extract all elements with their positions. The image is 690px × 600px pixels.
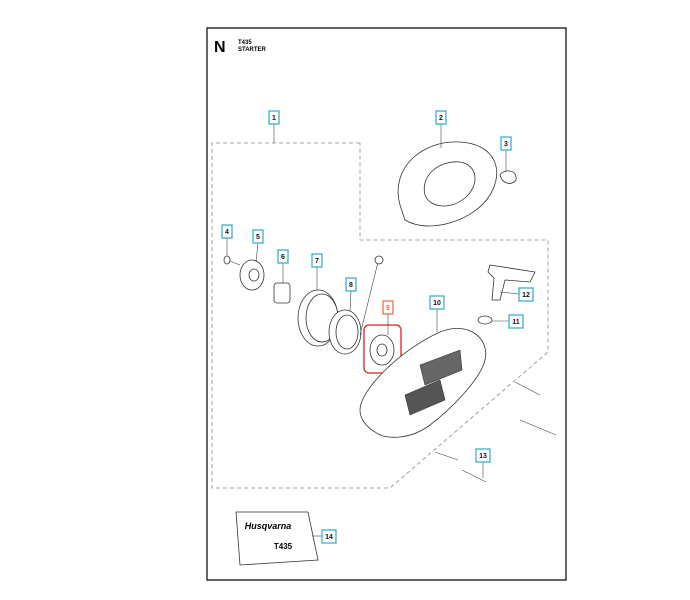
- part-spring: [273, 282, 291, 304]
- section-title: STARTER: [238, 47, 267, 53]
- callout-1: 1: [268, 110, 280, 125]
- callout-5: 5: [252, 229, 264, 244]
- callout-12: 12: [518, 287, 534, 302]
- callout-2: 2: [435, 110, 447, 125]
- section-letter: N: [214, 39, 226, 56]
- svg-text:3: 3: [504, 141, 508, 148]
- part-cover: [397, 141, 498, 227]
- svg-text:1: 1: [272, 115, 276, 122]
- callout-11: 11: [508, 314, 524, 329]
- svg-text:7: 7: [315, 258, 319, 265]
- part-starter-housing: [359, 327, 487, 438]
- svg-text:10: 10: [433, 300, 441, 307]
- callout-9-highlighted: 9: [382, 300, 394, 315]
- svg-text:14: 14: [325, 534, 333, 541]
- part-screws: [434, 381, 557, 483]
- part-decal: Husqvarna T435: [235, 511, 319, 566]
- svg-text:6: 6: [281, 254, 285, 261]
- decal-model: T435: [274, 542, 293, 551]
- svg-text:2: 2: [439, 115, 443, 122]
- callout-10: 10: [429, 295, 445, 310]
- svg-text:4: 4: [225, 229, 229, 236]
- callout-6: 6: [277, 249, 289, 264]
- part-starter-handle: [487, 264, 536, 301]
- callout-8: 8: [345, 277, 357, 292]
- assembly-outline: [211, 142, 549, 489]
- svg-text:8: 8: [349, 282, 353, 289]
- callout-14: 14: [321, 529, 337, 544]
- svg-text:9: 9: [386, 305, 390, 312]
- callout-7: 7: [311, 253, 323, 268]
- leader-lines: [226, 124, 520, 537]
- decal-brand: Husqvarna: [245, 521, 292, 531]
- callout-13: 13: [475, 448, 491, 463]
- svg-text:11: 11: [512, 319, 520, 326]
- callout-4: 4: [221, 224, 233, 239]
- svg-text:12: 12: [522, 292, 530, 299]
- svg-text:5: 5: [256, 234, 260, 241]
- part-rope-guide: [477, 315, 493, 325]
- svg-text:13: 13: [479, 453, 487, 460]
- callout-3: 3: [500, 136, 512, 151]
- model-label: T435: [238, 40, 252, 46]
